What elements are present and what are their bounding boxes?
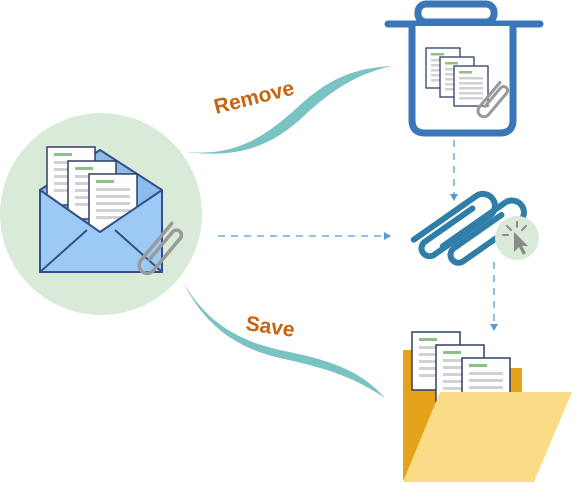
paperclip-click-icon [410,190,539,266]
trash-bin-with-documents-icon [384,0,544,137]
remove-swoosh-connector [172,66,392,154]
folder-with-documents-icon [403,331,572,482]
save-label: Save [244,312,296,342]
remove-label: Remove [212,77,297,119]
open-envelope-with-attachment-icon [0,113,202,315]
save-swoosh-connector [183,282,385,398]
